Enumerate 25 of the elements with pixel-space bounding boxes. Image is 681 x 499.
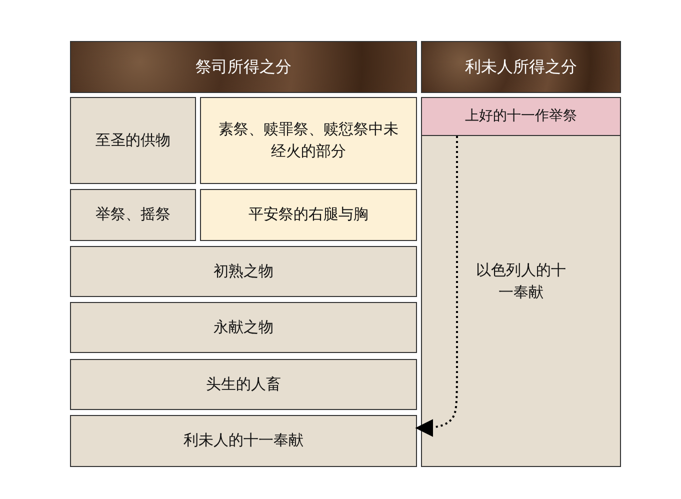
box-label: 头生的人畜 — [205, 374, 282, 395]
box-label: 上好的十一作举祭 — [464, 107, 578, 126]
box-label: 平安祭的右腿与胸 — [248, 204, 370, 226]
box-label: 至圣的供物 — [94, 130, 172, 151]
content-box — [70, 359, 417, 410]
arrow — [415, 136, 458, 437]
content-box — [70, 246, 417, 297]
box-label: 祭司所得之分 — [194, 56, 292, 78]
box-label: 举祭、摇祭 — [94, 204, 172, 226]
header-box — [421, 41, 621, 93]
highlight-band — [421, 97, 621, 136]
content-box — [200, 97, 417, 184]
box-label: 初熟之物 — [212, 260, 274, 282]
content-box — [70, 302, 417, 353]
box-label: 素祭、赎罪祭、赎愆祭中未经火的部分 — [218, 118, 400, 162]
header-box — [70, 41, 417, 93]
content-box — [70, 415, 417, 467]
box-label: 利未人所得之分 — [464, 56, 578, 78]
box-label: 利未人的十一奉献 — [182, 430, 304, 452]
content-box — [200, 189, 417, 241]
box-label: 以色列人的十一奉献 — [475, 260, 567, 303]
content-box — [70, 189, 196, 241]
box-label: 永献之物 — [212, 316, 274, 338]
content-box — [421, 97, 621, 467]
content-box — [70, 97, 196, 184]
